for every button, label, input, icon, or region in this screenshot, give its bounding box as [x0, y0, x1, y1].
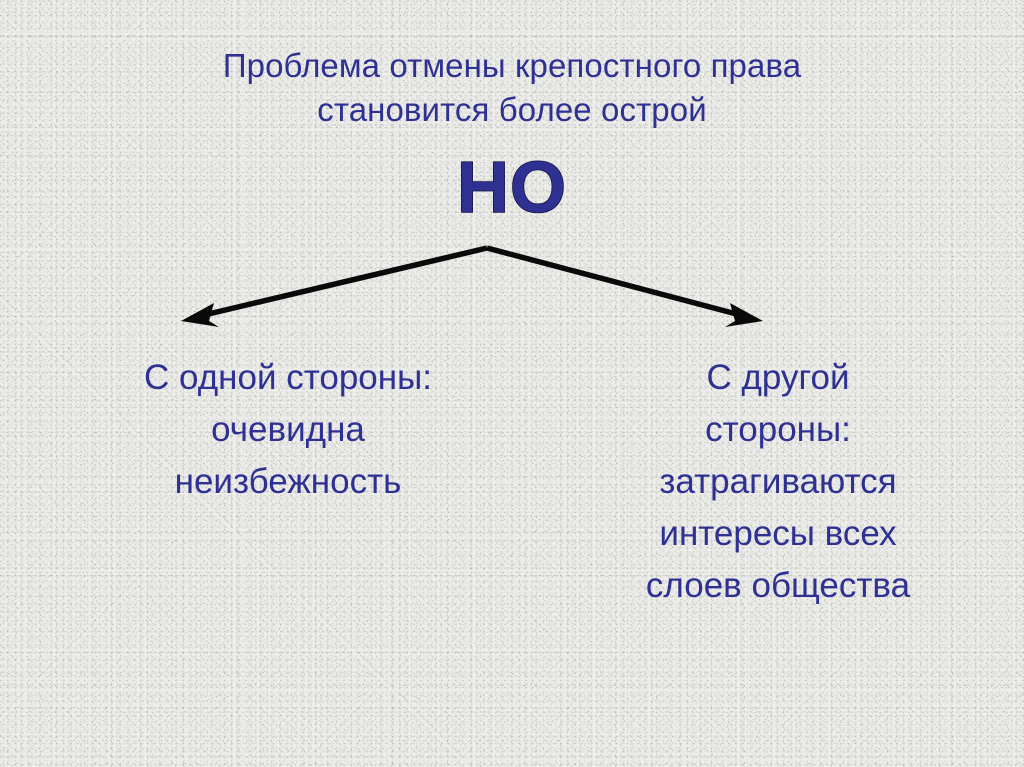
arrow-line-left	[199, 245, 488, 319]
arrow-line-right	[486, 245, 745, 319]
arrowhead-left	[181, 303, 219, 327]
branch-text-left: С одной стороны: очевидна неизбежность	[144, 358, 432, 501]
branch-text-right: С другой стороны: затрагиваются интересы…	[645, 358, 911, 605]
slide-title: Проблема отмены крепостного права станов…	[222, 47, 802, 128]
connector-word-no: НО	[456, 148, 567, 228]
arrowhead-right	[725, 303, 763, 327]
